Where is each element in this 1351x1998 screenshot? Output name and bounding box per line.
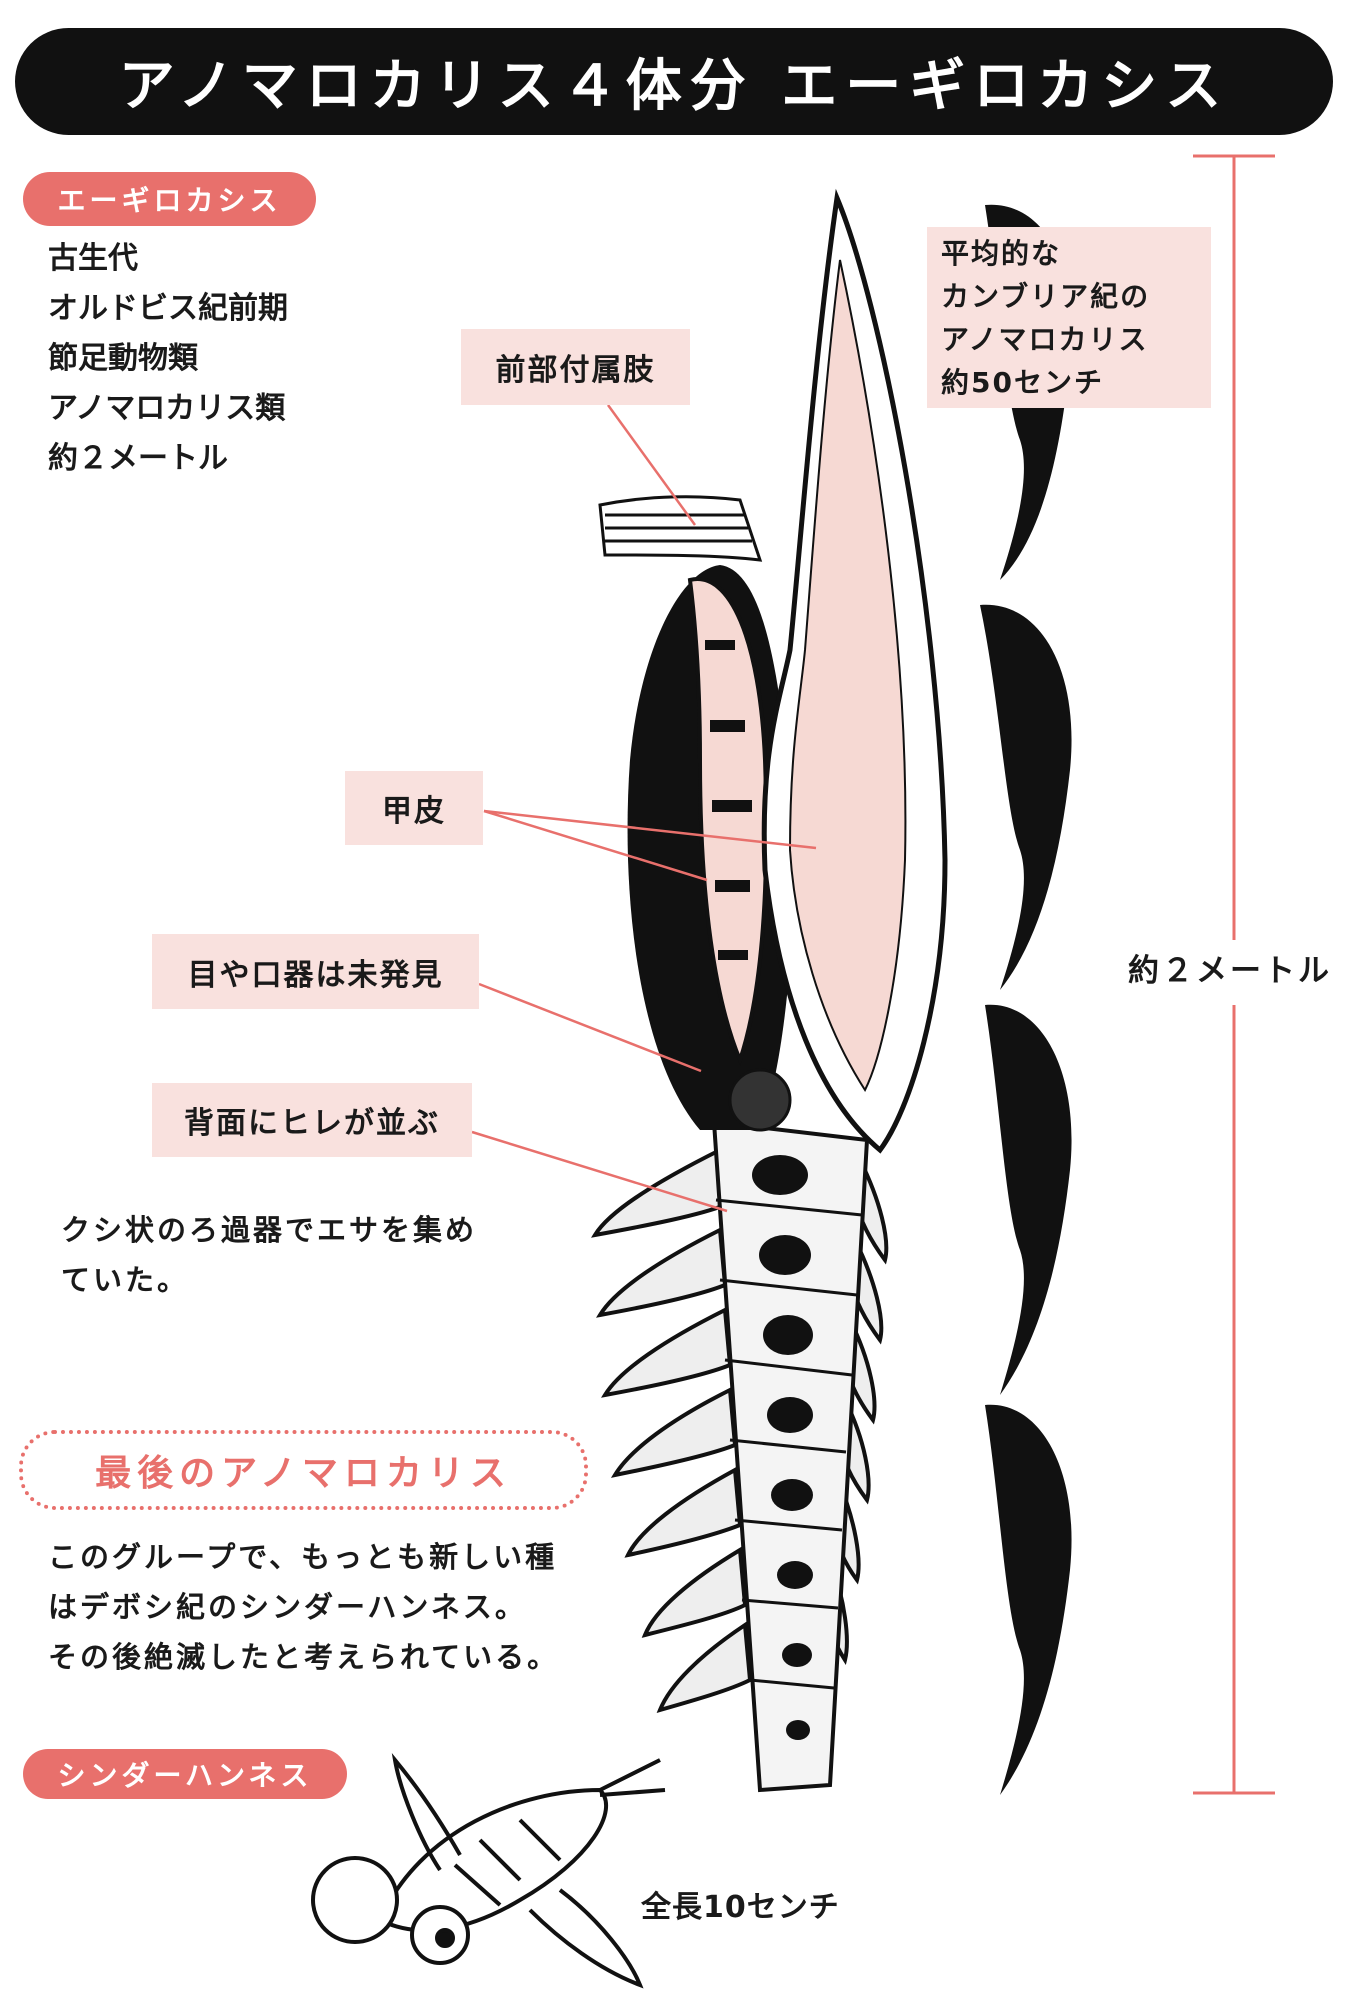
- schinderhannes-drawing: [311, 1753, 666, 1989]
- info-line: 約２メートル: [48, 441, 228, 476]
- comparison-line: カンブリア紀の: [941, 279, 1151, 313]
- scale-label: 約２メートル: [1128, 946, 1332, 996]
- title-banner: アノマロカリス４体分 エーギロカシス: [15, 28, 1333, 135]
- frontal-appendage: [598, 495, 763, 562]
- trunk-fins: [591, 1146, 889, 1714]
- label-fins: 背面にヒレが並ぶ: [152, 1083, 472, 1157]
- label-eyes: 目や口器は未発見: [152, 934, 479, 1009]
- carapace-left: [687, 577, 769, 1066]
- filter-text: クシ状のろ過器でエサを集め ていた。: [61, 1205, 477, 1305]
- schinderhannes-length: 全長10センチ: [641, 1890, 840, 1925]
- label-carapace: 甲皮: [345, 771, 483, 845]
- comparison-line: アノマロカリス: [941, 322, 1149, 356]
- label-appendage: 前部付属肢: [461, 329, 690, 405]
- pointer-lines: [471, 404, 817, 1213]
- last-anomalocaris-text: このグループで、もっとも新しい種 はデボシ紀のシンダーハンネス。 その後絶滅した…: [48, 1532, 559, 1682]
- anomalocaris-silhouettes: [980, 204, 1072, 1795]
- info-line: アノマロカリス類: [48, 391, 286, 426]
- text-line: このグループで、もっとも新しい種: [48, 1540, 558, 1574]
- text-line: ていた。: [61, 1263, 190, 1297]
- info-line: 節足動物類: [48, 341, 198, 376]
- scale-bar: [1193, 154, 1275, 1795]
- species-badge: エーギロカシス: [23, 172, 316, 226]
- comparison-line: 平均的な: [941, 236, 1062, 270]
- schinderhannes-badge: シンダーハンネス: [23, 1749, 347, 1799]
- text-line: その後絶滅したと考えられている。: [48, 1640, 560, 1674]
- comparison-box: 平均的な カンブリア紀の アノマロカリス 約50センチ: [927, 227, 1211, 408]
- text-line: クシ状のろ過器でエサを集め: [61, 1213, 478, 1247]
- text-line: はデボシ紀のシンダーハンネス。: [48, 1590, 527, 1624]
- trunk: [711, 1119, 870, 1793]
- info-line: オルドビス紀前期: [48, 291, 288, 326]
- info-line: 古生代: [48, 241, 138, 276]
- eye-region: [728, 1068, 792, 1132]
- comparison-line: 約50センチ: [941, 365, 1104, 399]
- carapace-spots: [705, 640, 752, 960]
- species-info: 古生代 オルドビス紀前期 節足動物類 アノマロカリス類 約２メートル: [48, 234, 288, 484]
- last-anomalocaris-heading: 最後のアノマロカリス: [19, 1430, 588, 1510]
